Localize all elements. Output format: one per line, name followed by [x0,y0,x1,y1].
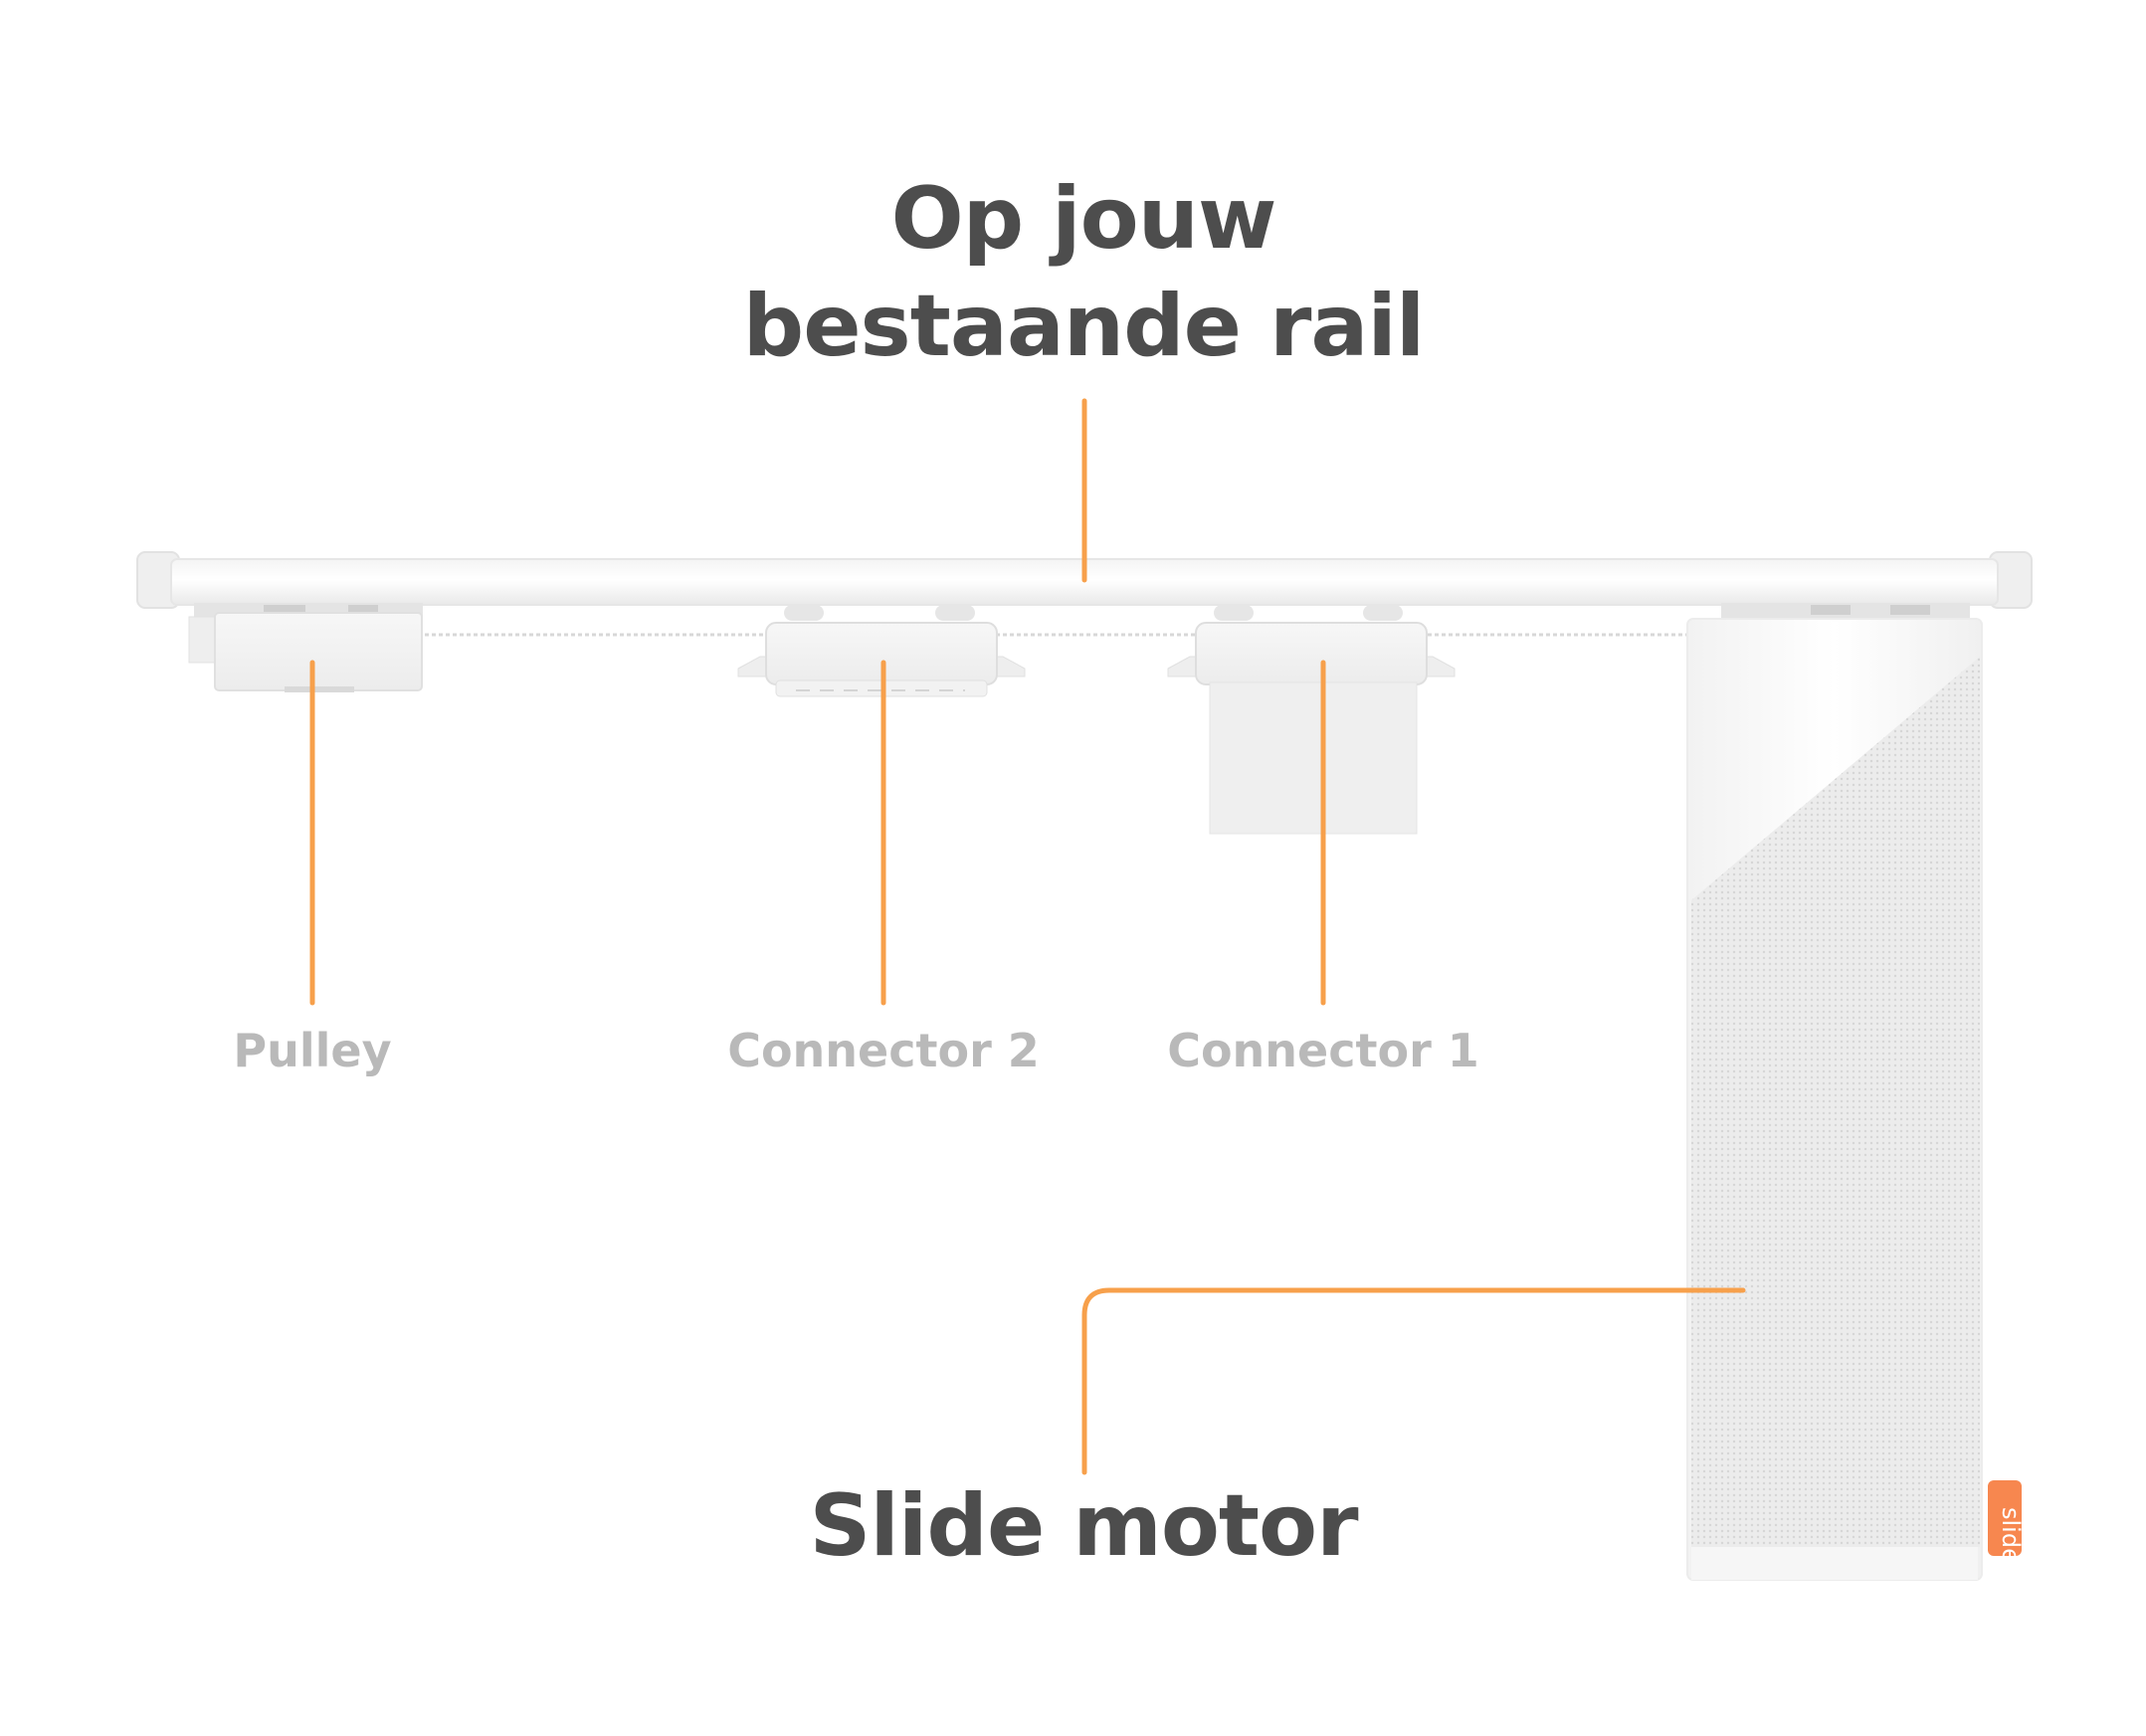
leader-lines [309,398,1746,1475]
slide-motor-label: Slide motor [809,1476,1358,1576]
connector-1-part [1167,605,1456,835]
brand-badge [1988,1480,2022,1556]
connector-2-part [737,605,1026,697]
diagram-title: Op jouw bestaande rail [742,165,1426,380]
pulley-label: Pulley [233,1024,392,1077]
connector-1-label: Connector 1 [1167,1024,1479,1077]
leader-line-motor [1081,1287,1746,1475]
connector-2-label: Connector 2 [727,1024,1040,1077]
title-line-2: bestaande rail [742,277,1426,376]
brand-logo-text: slide [1997,1507,2025,1563]
slide-motor-part [1686,603,2022,1581]
pulley-part [188,603,423,692]
title-line-1: Op jouw [890,169,1277,269]
